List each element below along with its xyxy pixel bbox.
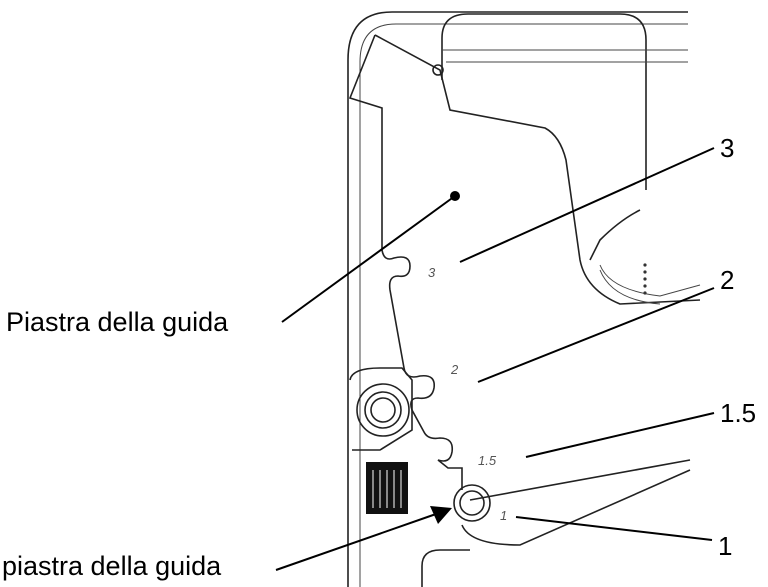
plate-mark-2: 2 <box>450 362 459 377</box>
plate-mark-1-5: 1.5 <box>478 453 497 468</box>
plate-mark-3: 3 <box>428 265 436 280</box>
leader-1-5 <box>525 412 715 458</box>
callout-2: 2 <box>720 265 734 295</box>
plate-mark-1: 1 <box>500 508 507 523</box>
upper-cover <box>432 13 688 190</box>
callout-3: 3 <box>720 133 734 163</box>
guide-plate <box>348 34 701 490</box>
label-guide-plate-lower: piastra della guida <box>2 551 222 581</box>
knurled-grip <box>366 462 408 514</box>
label-guide-plate: Piastra della guida <box>6 307 229 337</box>
leader-guide-plate-lower <box>275 513 437 571</box>
lower-lever <box>421 459 691 587</box>
leader-1 <box>515 516 713 541</box>
leader-dot <box>450 191 460 201</box>
leader-2 <box>477 287 715 383</box>
leader-guide-plate <box>281 195 456 323</box>
callout-1-5: 1.5 <box>720 398 756 428</box>
leader-lines <box>275 147 715 571</box>
leader-3 <box>459 147 715 263</box>
roller <box>453 484 491 522</box>
housing-frame <box>347 11 688 587</box>
pivot-knob <box>349 367 413 451</box>
callout-1: 1 <box>718 531 732 561</box>
leader-arrowhead <box>430 506 452 524</box>
